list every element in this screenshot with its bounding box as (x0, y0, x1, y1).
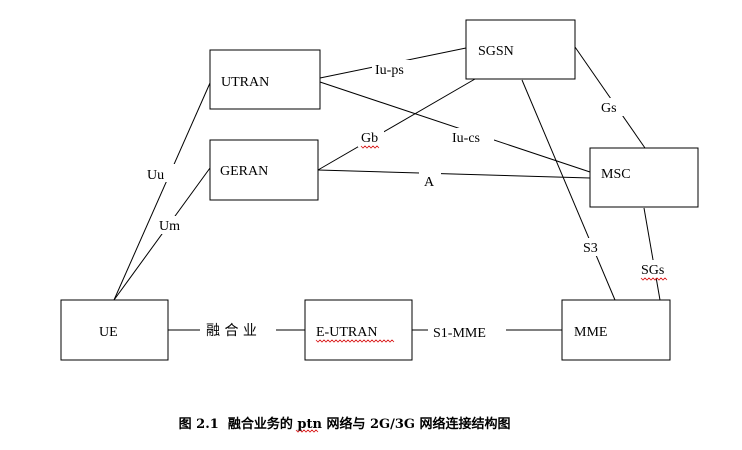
node-sgsn-label: SGSN (478, 44, 514, 59)
edge-uu (113, 82, 211, 301)
node-eutran (304, 299, 413, 361)
node-ue-label: UE (99, 325, 118, 340)
spellcheck-underline-ptn (295, 429, 319, 433)
spellcheck-underline-eutran (315, 339, 395, 343)
node-msc-label: MSC (601, 167, 631, 182)
spellcheck-underline-gb (360, 145, 380, 149)
edge-gb (317, 78, 476, 171)
node-sgsn (465, 19, 576, 80)
edge-label-iu-cs: Iu-cs (452, 131, 480, 146)
edge-label-uu: Uu (147, 168, 164, 183)
edge-iu-cs (319, 81, 591, 173)
node-mme (561, 299, 671, 361)
spellcheck-underline-sgs (640, 277, 668, 281)
node-ue (60, 299, 169, 361)
edge-gs (574, 46, 646, 149)
node-utran-label: UTRAN (221, 75, 269, 90)
caption-prefix: 图 2.1 融合业务的 (179, 416, 298, 432)
edge-label-iu-ps: Iu-ps (375, 63, 404, 78)
node-utran (209, 49, 321, 110)
node-msc (589, 147, 699, 208)
edge-label-gb: Gb (361, 131, 378, 146)
node-mme-label: MME (574, 325, 607, 340)
caption-ptn: ptn (297, 417, 322, 432)
edge-label-a: A (424, 175, 435, 190)
node-geran (209, 139, 319, 201)
edge-label-s3: S3 (583, 241, 598, 256)
edge-label-um: Um (159, 219, 180, 234)
caption-suffix: 网络与 2G/3G 网络连接结构图 (322, 416, 511, 432)
edge-s3 (521, 79, 616, 301)
edge-label-sgs: SGs (641, 263, 664, 278)
node-geran-label: GERAN (220, 164, 268, 179)
edge-sgs (643, 207, 661, 301)
edge-label-s1-mme: S1-MME (433, 326, 486, 341)
figure-caption: 图 2.1 融合业务的 ptn 网络与 2G/3G 网络连接结构图 (156, 416, 524, 432)
edge-a (317, 169, 591, 179)
edge-label-fusion: 融 合 业 (206, 323, 257, 339)
edge-label-gs: Gs (601, 101, 617, 116)
node-eutran-label: E-UTRAN (316, 325, 377, 340)
